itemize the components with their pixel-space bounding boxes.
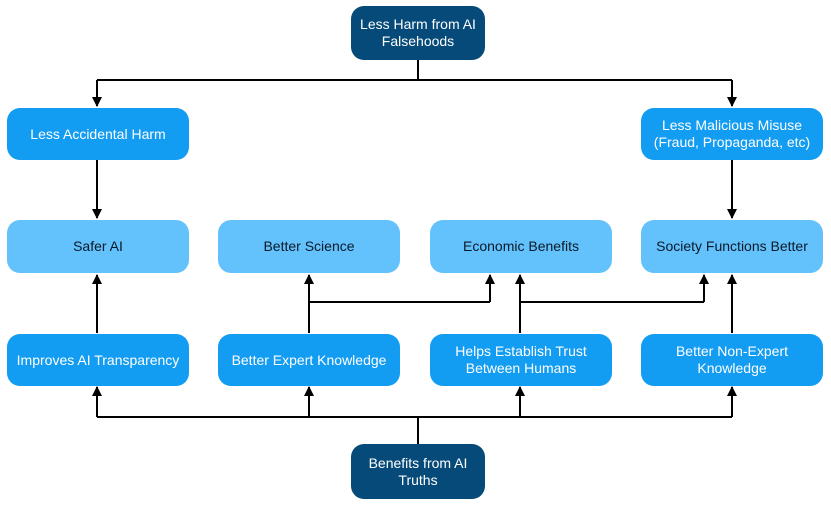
node-label: Benefits from AI Truths [368, 454, 468, 488]
node-improves-ai-transparency: Improves AI Transparency [7, 334, 189, 386]
node-label: Better Non-Expert Knowledge [675, 343, 789, 376]
node-label: Less Harm from AI Falsehoods [360, 16, 476, 49]
node-label: Improves AI Transparency [16, 351, 180, 368]
node-label: Safer AI [73, 238, 123, 254]
node-label: Less Accidental Harm [30, 125, 166, 142]
node-benefits-from-ai-truths: Benefits from AI Truths [351, 444, 485, 499]
node-safer-ai: Safer AI [7, 220, 189, 273]
node-society-functions-better: Society Functions Better [641, 220, 823, 273]
node-economic-benefits: Economic Benefits [430, 220, 612, 273]
node-less-malicious-misuse: Less Malicious Misuse (Fraud, Propaganda… [641, 108, 823, 160]
node-label: Economic Benefits [463, 238, 579, 254]
node-better-expert-knowledge: Better Expert Knowledge [218, 334, 400, 386]
node-helps-establish-trust: Helps Establish Trust Between Humans [430, 334, 612, 386]
node-better-non-expert-knowledge: Better Non-Expert Knowledge [641, 334, 823, 386]
node-label: Less Malicious Misuse (Fraud, Propaganda… [653, 117, 811, 150]
node-less-accidental-harm: Less Accidental Harm [7, 108, 189, 160]
node-label: Society Functions Better [656, 238, 808, 254]
node-better-science: Better Science [218, 220, 400, 273]
node-label: Better Expert Knowledge [231, 351, 387, 368]
node-label: Helps Establish Trust Between Humans [455, 343, 587, 376]
node-less-harm-from-ai-falsehoods: Less Harm from AI Falsehoods [351, 6, 485, 60]
node-label: Better Science [263, 238, 355, 254]
